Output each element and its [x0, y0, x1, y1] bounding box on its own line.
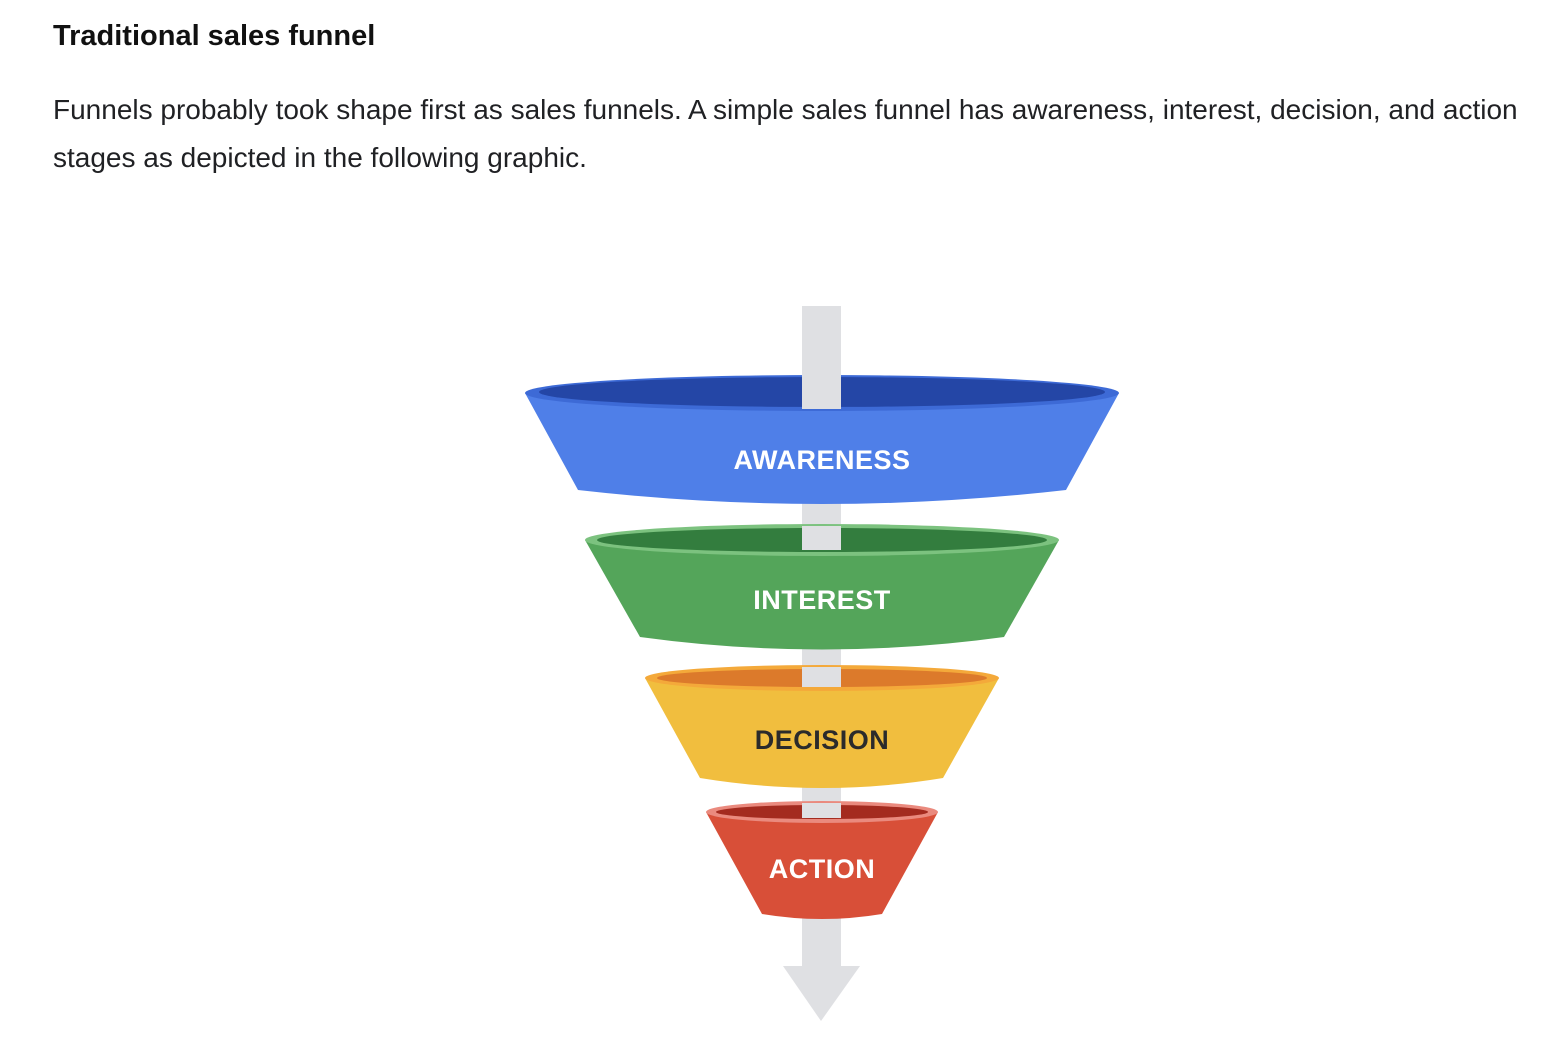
- funnel-stage-action: ACTION: [706, 801, 938, 919]
- stage-label-decision: DECISION: [755, 725, 890, 755]
- section-heading: Traditional sales funnel: [53, 20, 376, 52]
- funnel-arrow-segment: [802, 373, 841, 409]
- funnel-arrow-segment: [802, 803, 841, 818]
- funnel-arrow-segment: [802, 667, 841, 687]
- funnel-arrow-head: [783, 966, 860, 1021]
- funnel-stage-interest: INTEREST: [585, 524, 1059, 650]
- funnel-stage-awareness: AWARENESS: [525, 373, 1119, 504]
- stage-body: [525, 393, 1119, 504]
- stage-label-action: ACTION: [769, 854, 876, 884]
- funnel-stage-decision: DECISION: [645, 665, 999, 788]
- stage-body: [585, 540, 1059, 650]
- intro-paragraph: Funnels probably took shape first as sal…: [53, 94, 1518, 173]
- stage-label-awareness: AWARENESS: [733, 445, 910, 475]
- funnel-arrow-segment: [802, 526, 841, 550]
- stage-body: [645, 678, 999, 788]
- stage-body: [706, 812, 938, 919]
- stage-label-interest: INTEREST: [753, 585, 891, 615]
